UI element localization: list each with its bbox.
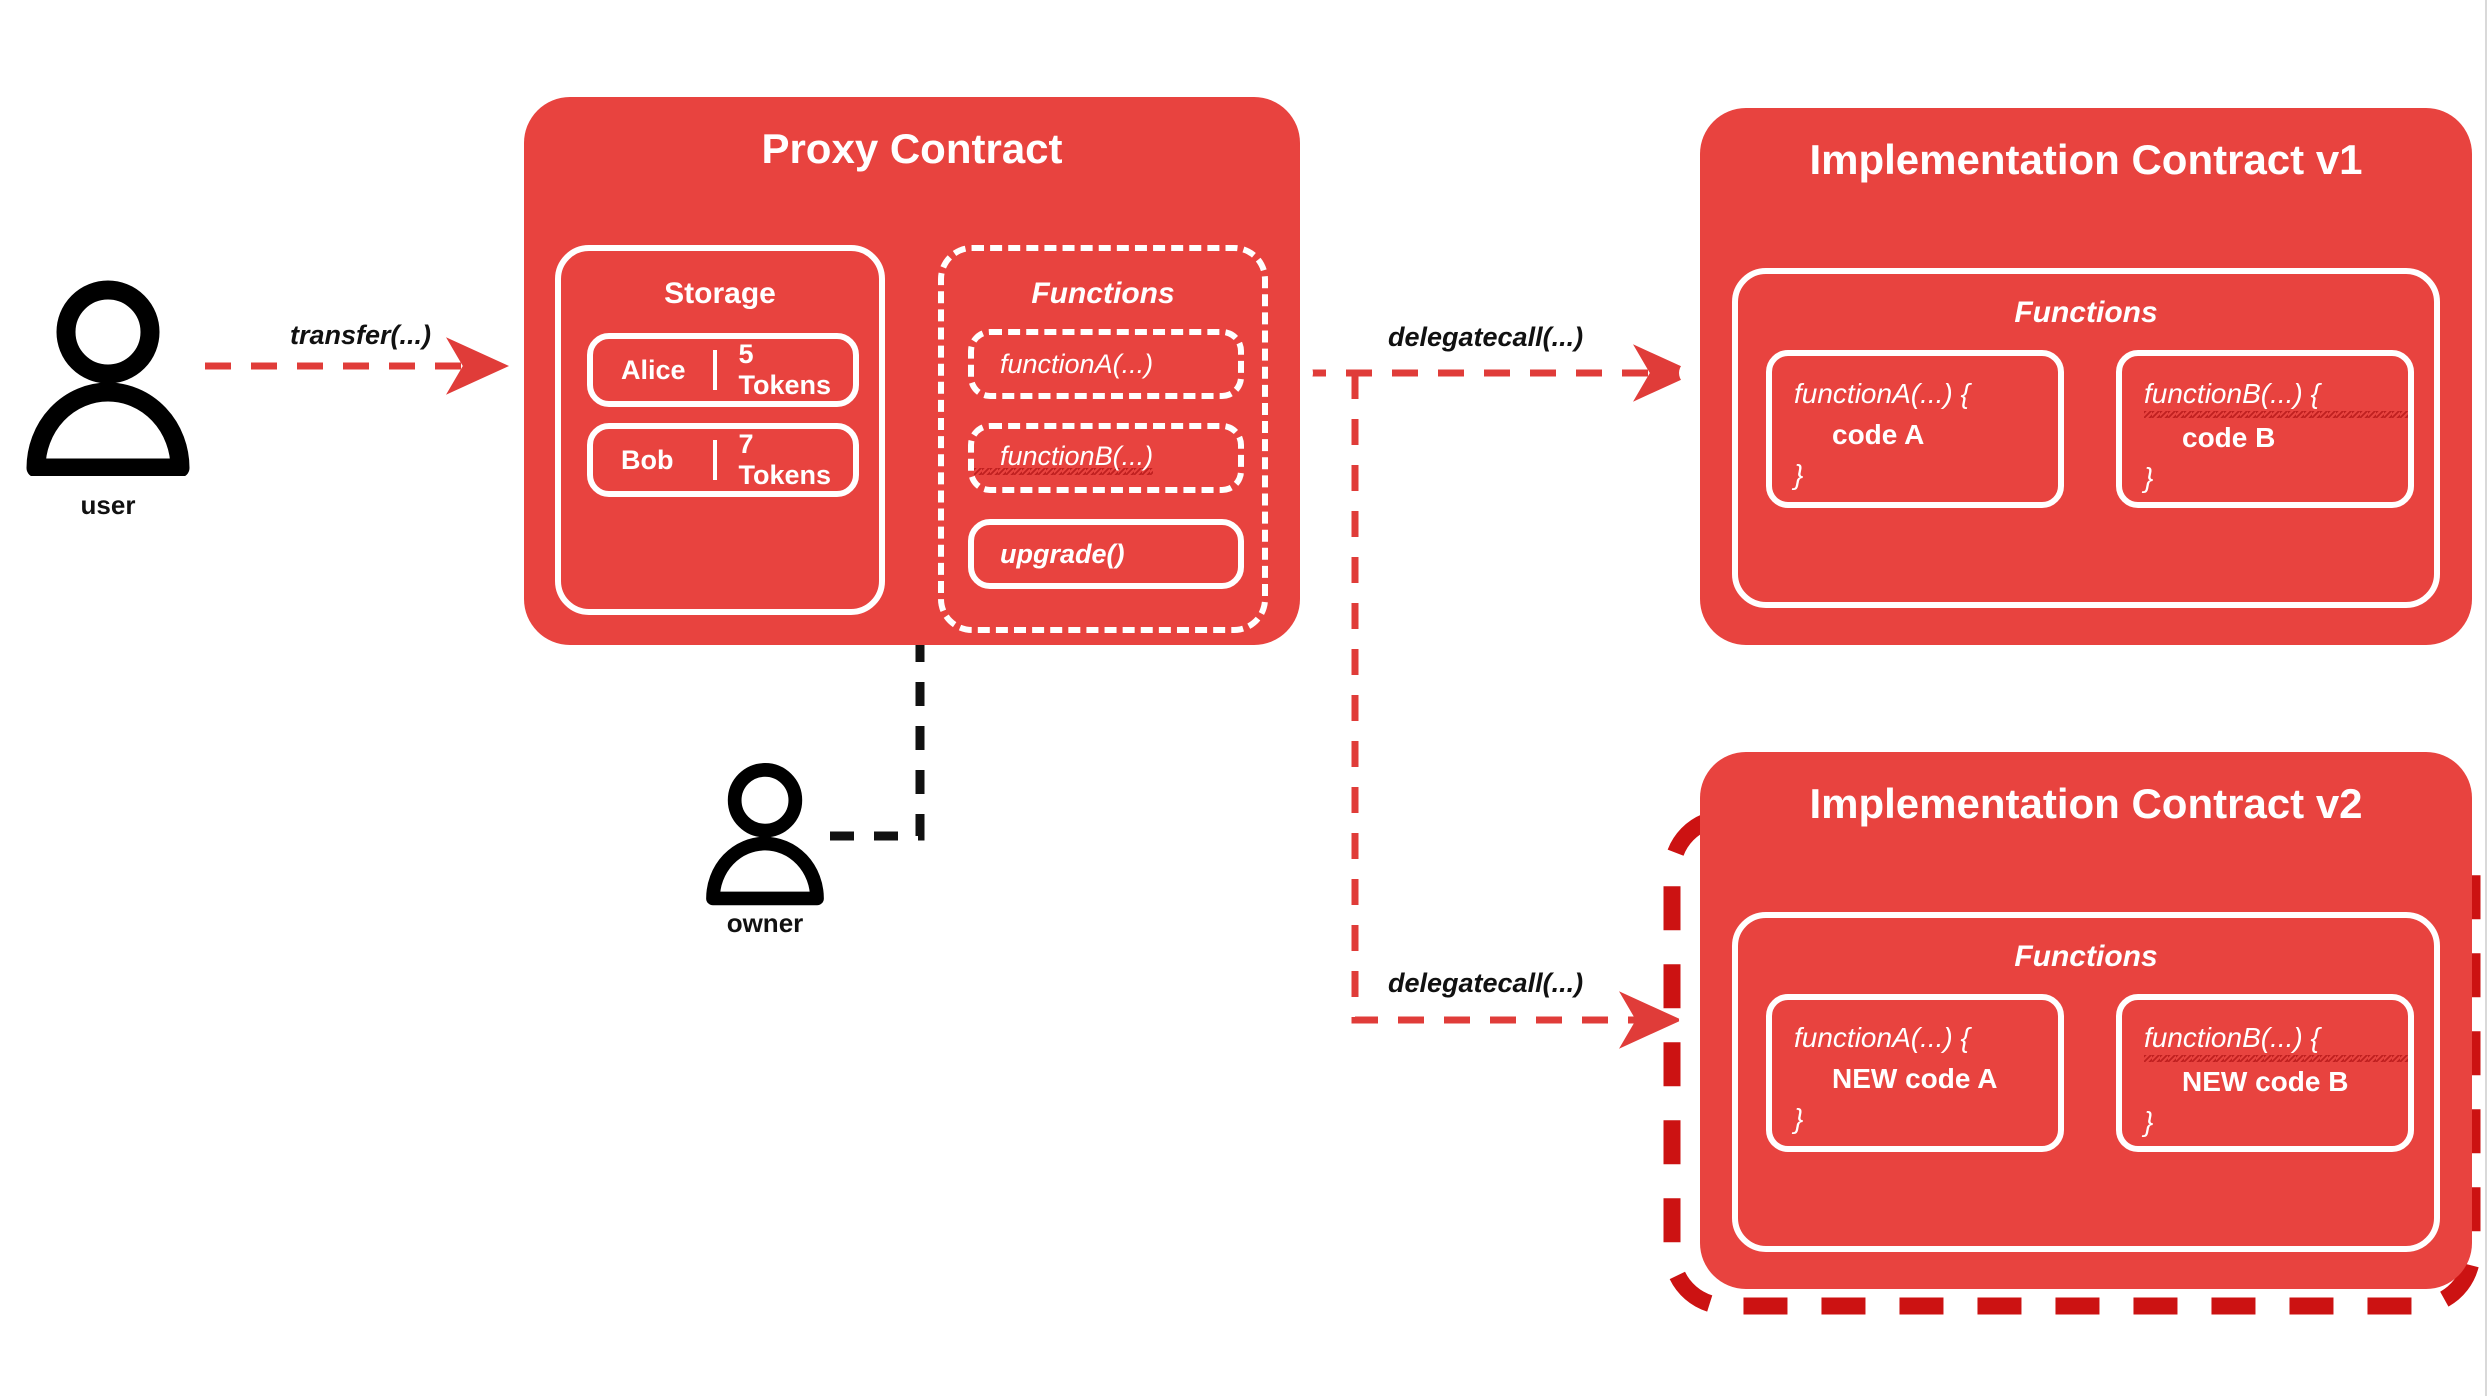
impl-v2-title: Implementation Contract v2 — [1809, 780, 2363, 827]
impl-v2-function-a-block[interactable]: functionA(...) { NEW code A } — [1766, 994, 2064, 1152]
edge-label-delegatecall-v2: delegatecall(...) — [1388, 968, 1584, 998]
proxy-functions-panel: Functions functionA(...) functionB(...) … — [938, 245, 1268, 633]
person-icon — [706, 763, 824, 906]
edge-label-transfer: transfer(...) — [290, 320, 432, 350]
impl-v1-card[interactable]: Implementation Contract v1 Functions fun… — [1700, 108, 2472, 645]
edge-delegatecall-v1 — [1287, 344, 1705, 402]
edge-delegatecall-v2 — [1351, 373, 1705, 1049]
impl-v1-function-a-close: } — [1794, 459, 1804, 491]
actor-user-label: user — [80, 490, 136, 520]
impl-v2-function-a-sig: functionA(...) { — [1794, 1022, 1970, 1053]
impl-v1-function-b-body: code B — [2182, 421, 2276, 453]
divider — [712, 350, 717, 390]
impl-v1-function-a-body: code A — [1832, 418, 1925, 450]
impl-v2-card[interactable]: Implementation Contract v2 Functions fun… — [1700, 752, 2472, 1289]
proxy-functions-title: Functions — [1031, 277, 1175, 310]
impl-v1-function-b-block[interactable]: functionB(...) { code B } — [2116, 350, 2414, 508]
impl-v2-function-b-block[interactable]: functionB(...) { NEW code B } — [2116, 994, 2414, 1152]
proxy-function-b-label: functionB(...) — [974, 441, 1154, 475]
impl-v1-function-a-block[interactable]: functionA(...) { code A } — [1766, 350, 2064, 508]
proxy-function-a-label: functionA(...) — [1000, 348, 1154, 379]
impl-v2-functions-title: Functions — [2014, 940, 2158, 973]
storage-row-alice-value: 5 Tokens — [738, 339, 832, 400]
person-icon — [26, 280, 190, 478]
impl-v2-function-a-body: NEW code A — [1832, 1062, 1998, 1094]
storage-row-bob: Bob 7 Tokens — [587, 423, 859, 497]
proxy-contract-card[interactable]: Proxy Contract Storage Alice 5 Tokens Bo… — [524, 97, 1300, 645]
storage-row-bob-value: 7 Tokens — [738, 429, 832, 490]
impl-v2-function-b-sig: functionB(...) { — [2144, 1018, 2408, 1062]
proxy-storage-panel: Storage Alice 5 Tokens Bob 7 Tokens — [555, 245, 885, 615]
impl-v2-function-b-body: NEW code B — [2182, 1065, 2349, 1097]
proxy-function-upgrade-label: upgrade() — [1000, 538, 1125, 569]
impl-v1-title: Implementation Contract v1 — [1809, 136, 2363, 183]
impl-v2-function-b-close: } — [2144, 1106, 2154, 1138]
storage-row-alice: Alice 5 Tokens — [587, 333, 859, 407]
impl-v2-function-a-close: } — [1794, 1103, 1804, 1135]
proxy-contract-title: Proxy Contract — [761, 125, 1063, 172]
actor-user — [18, 276, 198, 478]
impl-v1-function-a-sig: functionA(...) { — [1794, 378, 1970, 409]
actor-owner-label: owner — [726, 908, 804, 938]
impl-v2-functions-panel: Functions functionA(...) { NEW code A } … — [1732, 912, 2440, 1252]
impl-v1-function-b-close: } — [2144, 462, 2154, 494]
actor-owner — [700, 758, 830, 906]
impl-v1-functions-title: Functions — [2014, 296, 2158, 329]
impl-v1-function-b-sig: functionB(...) { — [2144, 374, 2408, 418]
edge-label-delegatecall-v1: delegatecall(...) — [1388, 322, 1584, 352]
proxy-function-upgrade[interactable]: upgrade() — [968, 519, 1244, 589]
proxy-function-a[interactable]: functionA(...) — [968, 329, 1244, 399]
proxy-storage-title: Storage — [664, 277, 776, 310]
storage-row-alice-name: Alice — [621, 354, 686, 385]
storage-row-bob-name: Bob — [621, 444, 674, 475]
divider — [712, 440, 717, 480]
impl-v1-functions-panel: Functions functionA(...) { code A } func… — [1732, 268, 2440, 608]
proxy-function-b[interactable]: functionB(...) — [968, 423, 1244, 493]
